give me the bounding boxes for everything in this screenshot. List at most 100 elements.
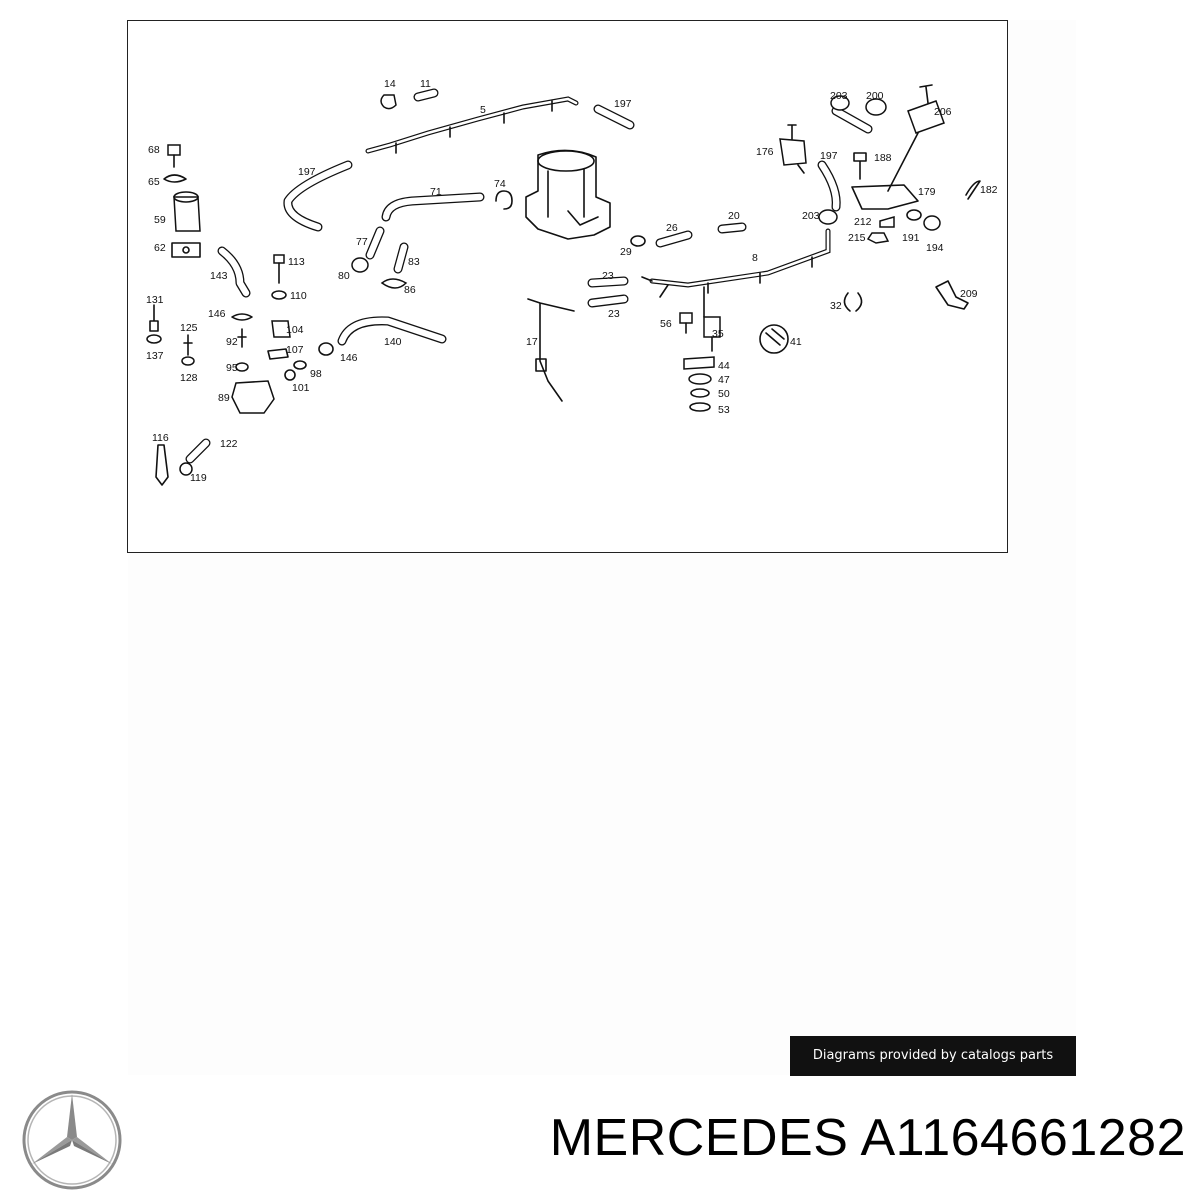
- ring-191: [906, 209, 922, 221]
- washer-65: [163, 174, 187, 183]
- clip-32: [843, 292, 863, 312]
- ring-119: [179, 462, 193, 476]
- ring-95: [235, 362, 249, 372]
- hose-23-a: [587, 276, 629, 288]
- callout: 206: [934, 106, 952, 118]
- fitting-92: [237, 328, 247, 348]
- callout: 140: [384, 336, 402, 348]
- callout: 26: [666, 222, 678, 234]
- washer-128: [181, 356, 195, 366]
- hose-140: [337, 316, 447, 346]
- callout: 197: [820, 150, 838, 162]
- callout: 137: [146, 350, 164, 362]
- callout: 131: [146, 294, 164, 306]
- sensor-125: [183, 334, 193, 356]
- ring-194: [923, 215, 941, 231]
- callout: 104: [286, 324, 304, 336]
- callout: 17: [526, 336, 538, 348]
- callout: 47: [718, 374, 730, 386]
- ring-47: [688, 373, 712, 385]
- callout: 146: [208, 308, 226, 320]
- callout: 179: [918, 186, 936, 198]
- callout: 74: [494, 178, 506, 190]
- valve-59: [173, 191, 201, 232]
- callout: 197: [614, 98, 632, 110]
- hose-77: [365, 226, 385, 260]
- bolt-68: [167, 144, 181, 168]
- callout: 56: [660, 318, 672, 330]
- callout: 116: [152, 432, 169, 444]
- callout: 95: [226, 362, 238, 374]
- mercedes-star-icon: [22, 1090, 122, 1190]
- parts-diagram-drawing: 14 11 5 197 203 200 206 68 65 59 62 197 …: [146, 78, 998, 486]
- ring-98: [293, 360, 307, 370]
- callout: 113: [288, 256, 305, 268]
- callout: 65: [148, 176, 160, 188]
- throttle-body: [525, 149, 611, 240]
- callout: 41: [790, 336, 802, 348]
- callout: 194: [926, 242, 944, 254]
- bracket-209: [935, 280, 969, 310]
- hose-23-b: [587, 294, 629, 308]
- hose-20: [717, 222, 747, 234]
- callout: 29: [620, 246, 632, 258]
- gasket-62: [171, 242, 201, 258]
- bracket-182: [965, 180, 981, 200]
- part-title: MERCEDES A1164661282: [549, 1109, 1186, 1167]
- valve-89: [231, 380, 275, 414]
- hose-11: [413, 88, 439, 102]
- clamp-86: [380, 278, 408, 289]
- callout: 197: [298, 166, 316, 178]
- regulator-176: [779, 124, 807, 174]
- callout: 203: [802, 210, 820, 222]
- callout: 200: [866, 90, 884, 102]
- callout: 71: [430, 186, 442, 198]
- callout: 182: [980, 184, 998, 196]
- clamp-29: [630, 235, 646, 247]
- callout: 125: [180, 322, 198, 334]
- ring-53: [689, 402, 711, 412]
- callout-labels: 14 11 5 197 203 200 206 68 65 59 62 197 …: [146, 78, 998, 484]
- callout: 23: [608, 308, 620, 320]
- ring-50: [690, 388, 710, 398]
- callout: 89: [218, 392, 230, 404]
- callout: 80: [338, 270, 350, 282]
- bracket-116: [155, 444, 169, 486]
- bolt-113: [273, 254, 285, 284]
- callout: 215: [848, 232, 866, 244]
- callout: 107: [286, 344, 304, 356]
- fuel-rail-5: [365, 96, 579, 154]
- callout: 77: [356, 236, 368, 248]
- callout: 191: [902, 232, 920, 244]
- callout: 20: [728, 210, 740, 222]
- callout: 83: [408, 256, 420, 268]
- callout: 53: [718, 404, 730, 416]
- callout: 188: [874, 152, 892, 164]
- callout: 92: [226, 336, 238, 348]
- callout: 35: [712, 328, 724, 340]
- clamp-80: [351, 257, 369, 273]
- bush-200: [865, 98, 887, 116]
- fuel-line-17: [527, 298, 575, 402]
- hose-26: [655, 230, 693, 248]
- callout: 86: [404, 284, 416, 296]
- callout: 59: [154, 214, 166, 226]
- clamp-146-left: [231, 313, 253, 321]
- callout: 23: [602, 270, 614, 282]
- callout: 50: [718, 388, 730, 400]
- fuel-rail-8: [641, 228, 831, 318]
- sensor-131: [149, 304, 159, 332]
- wrench-41-icon: [759, 324, 789, 354]
- clamp-203: [818, 95, 850, 225]
- callout: 62: [154, 242, 166, 254]
- diagram-credit-banner: Diagrams provided by catalogs parts: [790, 1036, 1076, 1076]
- bolt-188: [853, 152, 867, 180]
- bracket-179: [851, 184, 919, 210]
- callout: 143: [210, 270, 228, 282]
- washer-110: [271, 290, 287, 300]
- bush-212: [879, 216, 895, 228]
- callout: 44: [718, 360, 730, 372]
- callout: 32: [830, 300, 842, 312]
- callout: 98: [310, 368, 322, 380]
- gasket-107: [267, 348, 289, 360]
